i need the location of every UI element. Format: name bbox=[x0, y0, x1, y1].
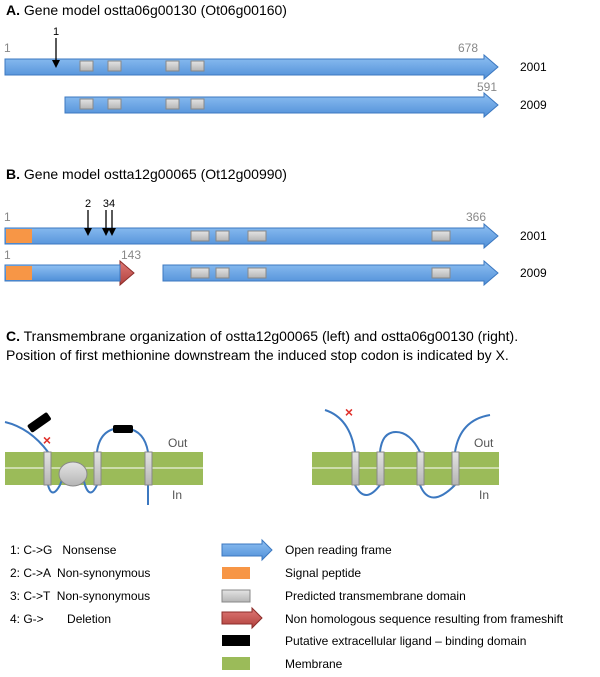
methionine-x-mark: × bbox=[43, 432, 51, 448]
legend-item-signal-peptide: Signal peptide bbox=[285, 566, 362, 580]
membrane-left bbox=[5, 452, 203, 485]
tm-domain bbox=[247, 230, 267, 242]
mutation-arrowhead bbox=[108, 228, 116, 236]
b-2009-trunc-label: 143 bbox=[121, 248, 141, 262]
a-year-2009: 2009 bbox=[520, 98, 547, 112]
mutation-arrowhead bbox=[52, 60, 60, 68]
tm-domain bbox=[431, 267, 451, 279]
b-year-2009: 2009 bbox=[520, 266, 547, 280]
tm-domain bbox=[79, 60, 94, 72]
orange-box-icon bbox=[222, 567, 250, 579]
b-2009-start-label: 1 bbox=[4, 248, 11, 262]
section-a-gene-2009 bbox=[64, 91, 499, 119]
ligand-binding-domain bbox=[27, 412, 51, 433]
ligand-binding-domain bbox=[113, 425, 133, 433]
section-b-gene-2009-truncated bbox=[4, 259, 135, 287]
tm-domain bbox=[190, 98, 205, 110]
mutation-label-1: 1 bbox=[53, 26, 59, 38]
legend-item-membrane: Membrane bbox=[285, 657, 343, 671]
tm-domain bbox=[165, 60, 180, 72]
tm-domain bbox=[247, 267, 267, 279]
tm-domain bbox=[43, 451, 52, 486]
mutation-item: 2: C->A Non-synonymous bbox=[10, 566, 151, 580]
section-a-title: A. Gene model ostta06g00130 (Ot06g00160) bbox=[6, 2, 287, 18]
b-year-2001: 2001 bbox=[520, 229, 547, 243]
mutation-label-2: 2 bbox=[85, 198, 91, 210]
mutation-arrowhead bbox=[84, 228, 92, 236]
tm-domain bbox=[215, 267, 230, 279]
blue-arrow-icon bbox=[221, 538, 273, 562]
methionine-x-mark: × bbox=[345, 404, 353, 420]
legend-item-ligand-binding: Putative extracellular ligand – binding … bbox=[285, 634, 527, 648]
out-label-right: Out bbox=[474, 436, 494, 450]
section-b-title: B. Gene model ostta12g00065 (Ot12g00990) bbox=[6, 166, 287, 182]
green-box-icon bbox=[222, 657, 250, 670]
legend-item-tm-domain: Predicted transmembrane domain bbox=[285, 589, 466, 603]
legend-item-orf: Open reading frame bbox=[285, 543, 392, 557]
membrane-right bbox=[312, 452, 499, 485]
tm-domain bbox=[144, 451, 153, 486]
a-2009-end-label: 591 bbox=[477, 80, 497, 94]
section-b-gene-2001 bbox=[4, 222, 499, 250]
tm-domain bbox=[107, 60, 122, 72]
tm-domain bbox=[215, 230, 230, 242]
mutation-item: 1: C->G Nonsense bbox=[10, 543, 117, 557]
tm-domain bbox=[351, 451, 360, 486]
in-label-left: In bbox=[172, 488, 182, 502]
topology-left: × bbox=[4, 412, 153, 505]
section-a-gene-2001 bbox=[4, 53, 499, 81]
tm-domain bbox=[165, 98, 180, 110]
tm-domain bbox=[416, 451, 425, 486]
mutation-item: 4: G-> Deletion bbox=[10, 612, 112, 626]
tm-domain bbox=[107, 98, 122, 110]
tm-domain bbox=[190, 267, 210, 279]
topology-right: × bbox=[324, 404, 491, 499]
a-year-2001: 2001 bbox=[520, 60, 547, 74]
mutation-item: 3: C->T Non-synonymous bbox=[10, 589, 151, 603]
black-box-icon bbox=[222, 635, 250, 646]
a-end-label: 678 bbox=[458, 41, 478, 55]
out-label-left: Out bbox=[168, 436, 188, 450]
red-arrow-icon bbox=[221, 606, 263, 630]
tm-domain bbox=[451, 451, 460, 486]
mutation-arrowhead bbox=[102, 228, 110, 236]
in-label-right: In bbox=[479, 488, 489, 502]
b-start-label: 1 bbox=[4, 210, 11, 224]
mutation-label-3-4: 34 bbox=[103, 198, 115, 210]
signal-peptide bbox=[6, 229, 32, 243]
tm-domain bbox=[431, 230, 451, 242]
tm-domain bbox=[376, 451, 385, 486]
tm-domain bbox=[79, 98, 94, 110]
b-end-label: 366 bbox=[466, 210, 486, 224]
tm-domain bbox=[190, 230, 210, 242]
tm-domain bbox=[190, 60, 205, 72]
gray-box-icon bbox=[221, 589, 251, 603]
legend-item-frameshift: Non homologous sequence resulting from f… bbox=[285, 612, 564, 626]
tm-domain bbox=[93, 451, 102, 486]
section-c-caption: C. Transmembrane organization of ostta12… bbox=[6, 328, 519, 363]
a-start-label: 1 bbox=[4, 41, 11, 55]
section-b-gene-2009-orf bbox=[162, 259, 499, 287]
signal-peptide bbox=[6, 266, 32, 280]
